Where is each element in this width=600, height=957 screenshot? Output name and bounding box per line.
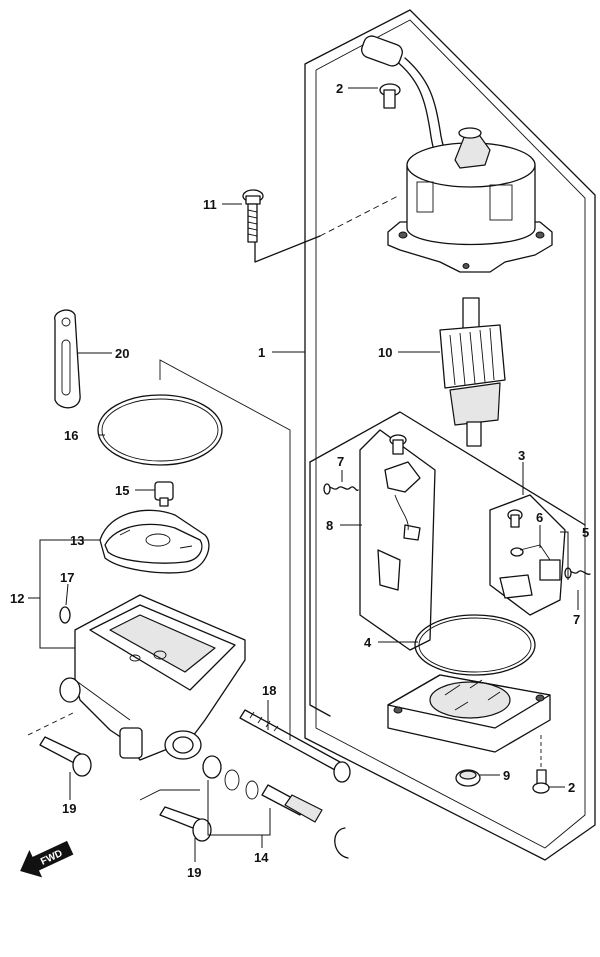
- forward-arrow-icon: FWD: [20, 840, 74, 878]
- spring-7-right: [564, 567, 591, 579]
- motor-base: [387, 674, 551, 753]
- leader-lines: [28, 87, 579, 862]
- label-6: 6: [536, 510, 543, 525]
- part-labels: 1 2 2 3 4 5 6 7 7 8 9 10 11 12 13 14 15 …: [10, 81, 589, 880]
- motor-assembly-frame: [304, 9, 596, 861]
- label-4: 4: [364, 635, 372, 650]
- pump-body-12: [59, 594, 246, 761]
- bolt-19-b: [159, 806, 212, 842]
- label-7-left: 7: [337, 454, 344, 469]
- label-19-left: 19: [62, 801, 76, 816]
- valve-15: [154, 481, 174, 507]
- bolt-11-guide: [254, 235, 321, 263]
- label-3: 3: [518, 448, 525, 463]
- bolt-19-a: [39, 736, 92, 777]
- grommet-9: [455, 769, 481, 787]
- label-12: 12: [10, 591, 24, 606]
- fwd-label: FWD: [39, 848, 64, 868]
- label-7-right: 7: [573, 612, 580, 627]
- screw-2-top: [379, 83, 401, 109]
- bolt-18: [239, 709, 351, 783]
- pump-cover-13: [99, 509, 210, 574]
- spring-7-left: [323, 483, 359, 495]
- label-1: 1: [258, 345, 265, 360]
- label-14: 14: [254, 850, 269, 865]
- armature: [439, 297, 506, 447]
- bolt-11-dashed: [319, 194, 401, 237]
- label-9: 9: [503, 768, 510, 783]
- motor-housing: [387, 127, 553, 273]
- brush-holder-8: [359, 429, 436, 651]
- label-18: 18: [262, 683, 276, 698]
- label-11: 11: [203, 197, 217, 212]
- label-15: 15: [115, 483, 129, 498]
- strap-20: [54, 309, 81, 409]
- bolt-11: [242, 189, 264, 243]
- brush-holder-5: [489, 494, 566, 616]
- label-17: 17: [60, 570, 74, 585]
- label-13: 13: [70, 533, 84, 548]
- label-2-bottom: 2: [568, 780, 575, 795]
- pump-assembly-frame: [27, 359, 291, 801]
- label-20: 20: [115, 346, 129, 361]
- label-2-top: 2: [336, 81, 343, 96]
- label-8: 8: [326, 518, 333, 533]
- label-19-right: 19: [187, 865, 201, 880]
- seal-group-14: [202, 755, 349, 859]
- screw-2-bottom: [532, 735, 550, 794]
- o-ring-17: [59, 606, 71, 624]
- motor-cable: [361, 35, 456, 171]
- label-16: 16: [64, 428, 78, 443]
- o-ring-16: [97, 394, 223, 466]
- label-5: 5: [582, 525, 589, 540]
- label-10: 10: [378, 345, 392, 360]
- o-ring-4: [414, 614, 536, 676]
